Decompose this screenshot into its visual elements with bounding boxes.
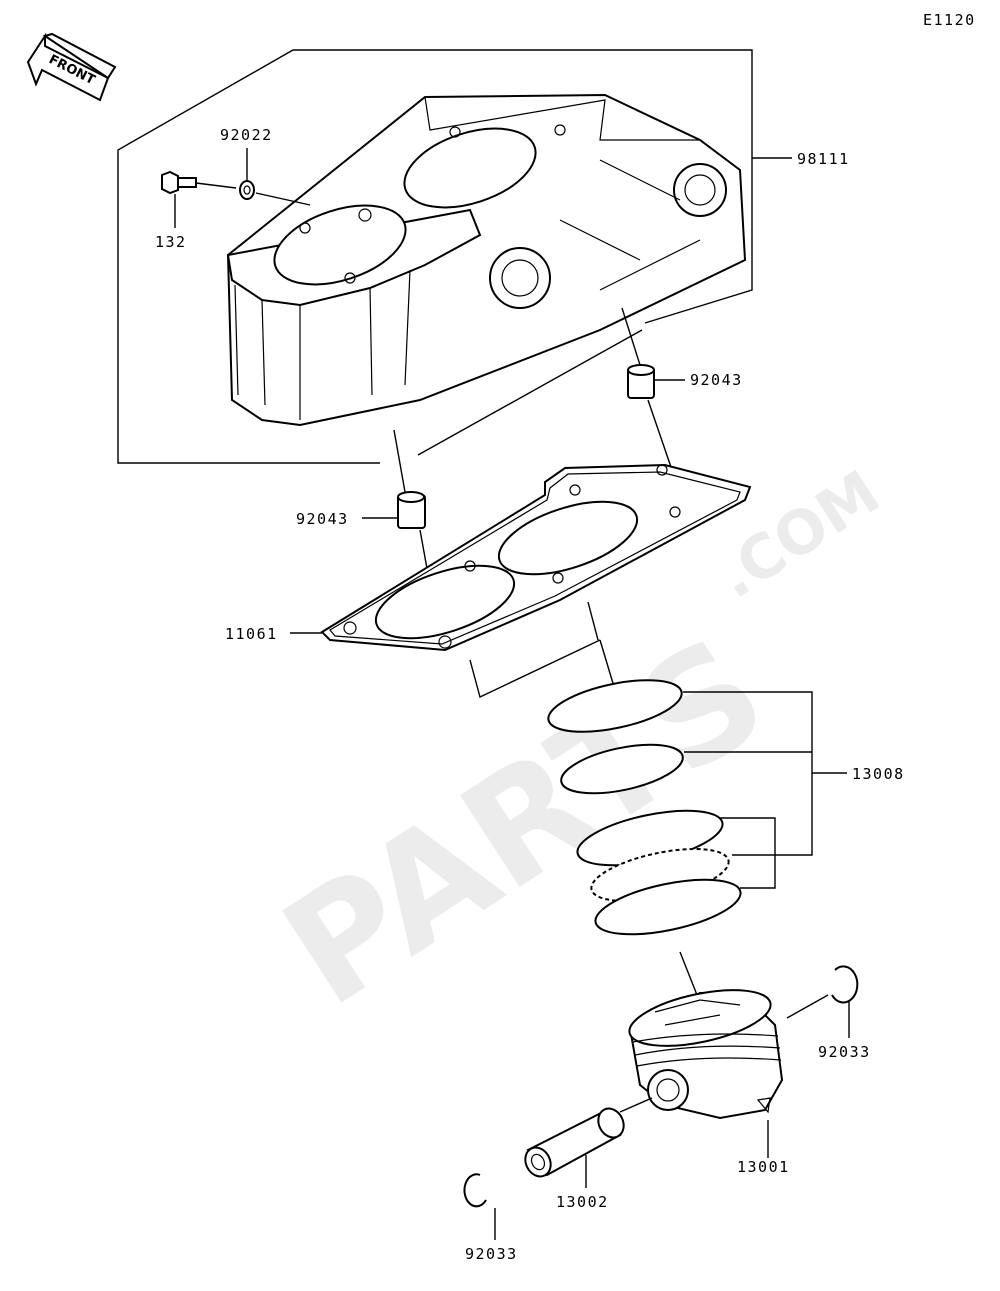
circlip-right-axis	[786, 994, 829, 1019]
label-92033-left: 92033	[465, 1245, 518, 1263]
dowel-upper-top	[627, 364, 655, 376]
front-arrow-icon: FRONT	[26, 32, 117, 102]
piston-pin-13002	[524, 1107, 625, 1178]
piston-axis	[679, 951, 698, 996]
oil-ring-rail-lower	[594, 878, 742, 936]
circlip-left	[463, 1173, 487, 1208]
label-13001: 13001	[737, 1158, 790, 1176]
gasket-11061	[320, 463, 752, 652]
leader-13008-top	[683, 691, 813, 773]
label-98111: 98111	[797, 150, 850, 168]
label-92043-lower: 92043	[296, 510, 349, 528]
cylinder-block	[226, 93, 747, 427]
dowel-lower-top	[397, 491, 425, 503]
pin-axis	[619, 1097, 653, 1113]
cylinder-bracket	[117, 49, 753, 464]
piston-ring-top	[547, 679, 683, 733]
label-132: 132	[155, 233, 187, 251]
piston-13001	[628, 989, 784, 1120]
dowel-lower-axis	[393, 429, 406, 493]
piston-ring-second	[560, 743, 684, 795]
cylinder-guide-line	[417, 329, 643, 456]
label-11061: 11061	[225, 625, 278, 643]
washer-92022	[239, 180, 255, 200]
circlip-right	[831, 965, 859, 1004]
diagram-code: E1120	[923, 11, 976, 29]
bolt-132	[161, 170, 237, 195]
washer-axis	[255, 192, 311, 206]
piston-bracket-stem	[587, 601, 599, 641]
washer-hole	[243, 185, 251, 195]
dowel-upper-axis-lower	[647, 399, 673, 471]
leader-13008-oil	[720, 817, 776, 889]
label-13002: 13002	[556, 1193, 609, 1211]
leader-13008-oil-mid	[732, 773, 813, 856]
label-92033-right: 92033	[818, 1043, 871, 1061]
piston-bracket	[469, 639, 601, 698]
label-13008: 13008	[852, 765, 905, 783]
label-92022: 92022	[220, 126, 273, 144]
label-92043-upper: 92043	[690, 371, 743, 389]
watermark-suffix: .COM	[705, 457, 892, 612]
